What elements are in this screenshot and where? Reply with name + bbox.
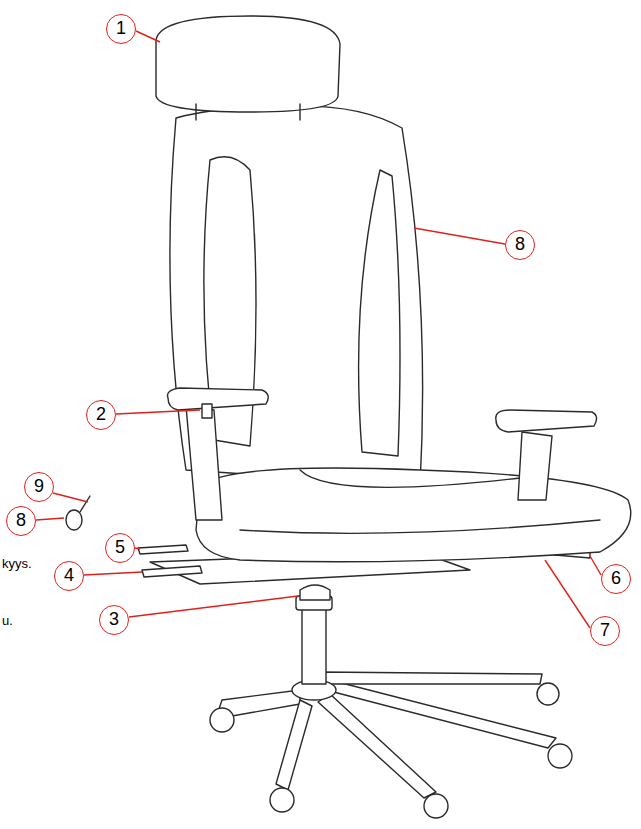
- cut-off-note: u.: [2, 613, 13, 628]
- callout-number: 1: [106, 14, 136, 44]
- callout-number: 9: [24, 472, 54, 502]
- callout-number: 5: [105, 533, 135, 563]
- callout-number: 6: [601, 564, 631, 594]
- callout-number: 4: [54, 561, 84, 591]
- callout-number: 8: [505, 230, 535, 260]
- callout-number: 7: [590, 616, 620, 646]
- callout-number: 2: [86, 400, 116, 430]
- callout-number: 8: [6, 506, 36, 536]
- cut-off-note: kyys.: [2, 556, 32, 571]
- callout-number: 3: [99, 605, 129, 635]
